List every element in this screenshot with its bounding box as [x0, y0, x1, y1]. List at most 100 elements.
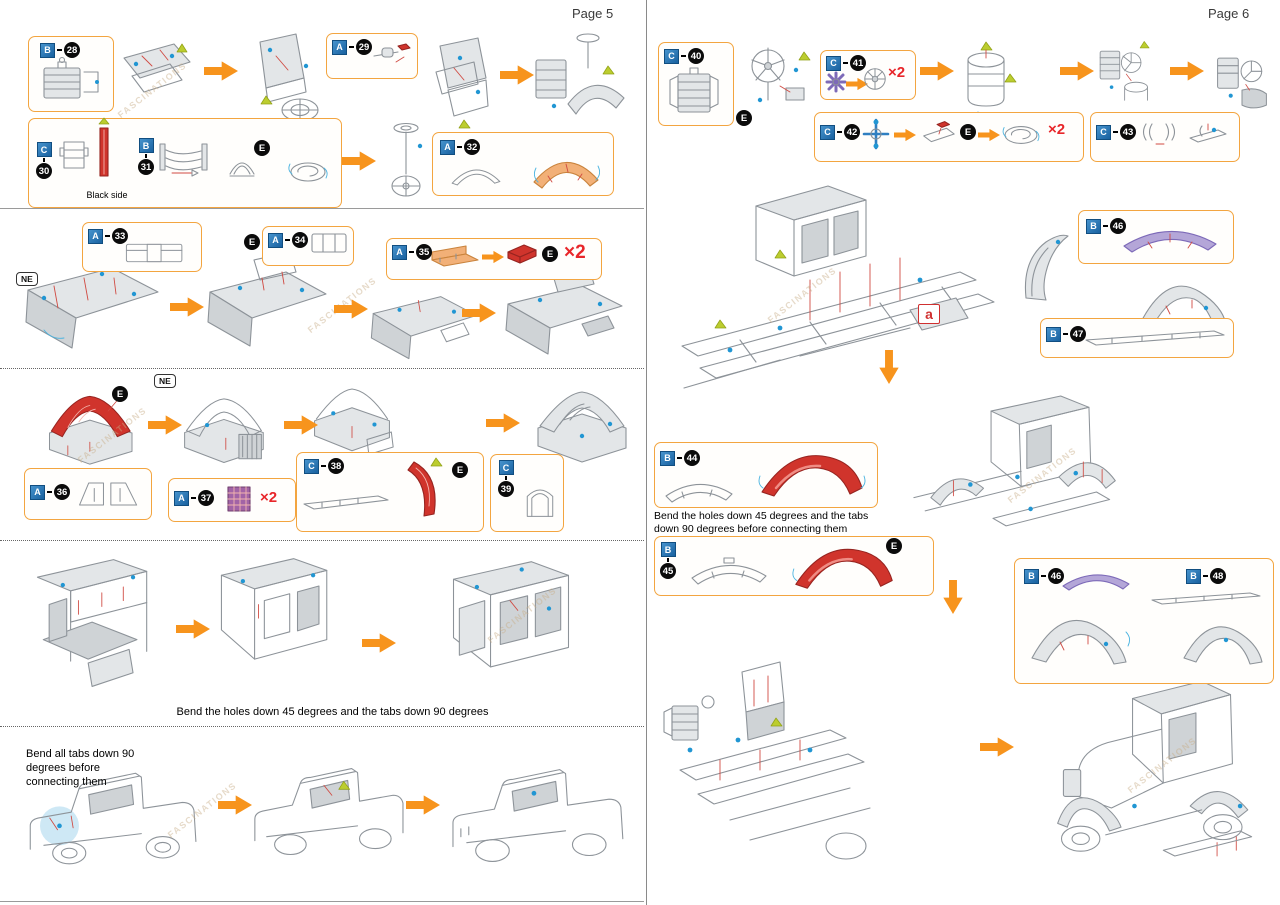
step-dash [681, 55, 686, 57]
illustration-bench-seat [431, 245, 479, 267]
letter-badge: B [660, 542, 676, 557]
illustration-car-stage-2 [254, 768, 404, 856]
step-dash [105, 235, 110, 237]
illustration-final-car [1057, 680, 1253, 857]
letter-badge: B [138, 138, 154, 153]
illustration-hood-grille-assembly [184, 398, 264, 464]
illustration-floor-assembly-2 [207, 251, 327, 347]
x2-label: ×2 [260, 489, 278, 506]
letter-badge: C [304, 458, 319, 474]
illustration-swirl-ring [288, 162, 328, 182]
illustration-radiator-fender-assembly [535, 33, 625, 115]
letter-badge: A [268, 232, 283, 248]
illustration-red-box-part [507, 244, 537, 264]
e-badge: E [452, 462, 468, 478]
a-label: a [918, 304, 940, 324]
letter-badge: C [1096, 124, 1111, 140]
illustration-car-stage-1 [29, 772, 197, 865]
step-dash [191, 497, 196, 499]
step-a35: A 35 [392, 244, 432, 260]
illustration-sill-bar [303, 495, 389, 510]
illustration-cowl-wheel-assembly [259, 33, 319, 122]
illustration-cowl-firewall-assembly [435, 37, 489, 129]
illustration-fender-flat-blank-2 [691, 557, 767, 585]
number-badge: 48 [1210, 568, 1226, 584]
x2-label: ×2 [888, 64, 906, 81]
step-dash [1041, 575, 1046, 577]
bend-instruction-row4: Bend the holes down 45 degrees and the t… [176, 706, 489, 718]
number-badge: 43 [1120, 124, 1136, 140]
illustration-blue-cross-part [862, 118, 890, 150]
illustration-car-stage-3 [452, 769, 624, 862]
letter-badge: A [392, 244, 407, 260]
step-dash [677, 457, 682, 459]
letter-badge: B [1046, 326, 1061, 342]
ne-badge: NE [154, 374, 176, 388]
illustration-front-fender-gray [1024, 234, 1069, 301]
illustration-radiator-part [43, 56, 99, 99]
number-badge: 28 [64, 42, 80, 58]
step-dash [457, 146, 462, 148]
x2-label: ×2 [1048, 121, 1066, 138]
step-b46-bottom: B 46 [1024, 568, 1064, 584]
letter-badge: A [174, 490, 189, 506]
number-badge: 42 [844, 124, 860, 140]
arrow-right-icon [486, 413, 520, 433]
step-b31: B 31 [138, 138, 154, 175]
step-dash [505, 476, 507, 480]
illustration-floor-assembly-1 [25, 267, 159, 349]
number-badge: 39 [498, 481, 514, 497]
step-dash [409, 251, 414, 253]
letter-badge: A [88, 228, 103, 244]
illustration-engine-complete [1217, 57, 1267, 109]
illustration-asterisk-part [825, 71, 847, 93]
number-badge: 33 [112, 228, 128, 244]
step-b44: B 44 [660, 450, 700, 466]
number-badge: 44 [684, 450, 700, 466]
illustration-front-chassis-assembly [663, 661, 871, 860]
step-c38: C 38 [304, 458, 344, 474]
step-dash [1103, 225, 1108, 227]
e-badge: E [112, 386, 128, 402]
illustration-fender-red-2 [792, 548, 893, 589]
bend-instruction-row5: Bend all tabs down 90 degrees before con… [26, 748, 135, 788]
illustration-curved-fender [533, 161, 601, 189]
illustration-cab-assembly-1 [36, 559, 148, 687]
illustration-hood-assembly-2 [314, 388, 394, 456]
number-badge: 29 [356, 39, 372, 55]
letter-badge: B [660, 450, 675, 466]
step-dash [145, 154, 147, 158]
step-c40: C 40 [664, 48, 704, 64]
illustration-fan-assembly [751, 47, 811, 103]
illustration-clip-parts [1142, 123, 1176, 145]
arrow-down-icon [942, 580, 964, 614]
step-c41: C 41 [826, 55, 866, 71]
illustration-hood-red [48, 395, 133, 465]
step-dash [1203, 575, 1208, 577]
e-badge: E [244, 234, 260, 250]
e-badge: E [960, 124, 976, 140]
arrow-right-icon [204, 61, 238, 81]
illustration-radiator-shell [669, 67, 719, 113]
arrow-right-icon [980, 737, 1014, 757]
page-6-title: Page 6 [1208, 6, 1250, 21]
callout-step-32 [432, 132, 614, 196]
step-c42: C 42 [820, 124, 860, 140]
step-dash [349, 46, 354, 48]
section-divider [0, 208, 644, 209]
letter-badge: A [332, 39, 347, 55]
x2-label: ×2 [564, 242, 586, 263]
step-dash [57, 49, 62, 51]
number-badge: 40 [688, 48, 704, 64]
step-a29: A 29 [332, 39, 372, 55]
illustration-clip-assembled [1189, 123, 1227, 143]
number-badge: 35 [416, 244, 432, 260]
page-5-title: Page 5 [572, 6, 614, 21]
letter-badge: C [498, 460, 514, 475]
step-dash [43, 158, 45, 162]
illustration-fan-small [864, 68, 886, 90]
e-badge: E [886, 538, 902, 554]
step-b48: B 48 [1186, 568, 1226, 584]
arrow-right-icon [1170, 61, 1204, 81]
